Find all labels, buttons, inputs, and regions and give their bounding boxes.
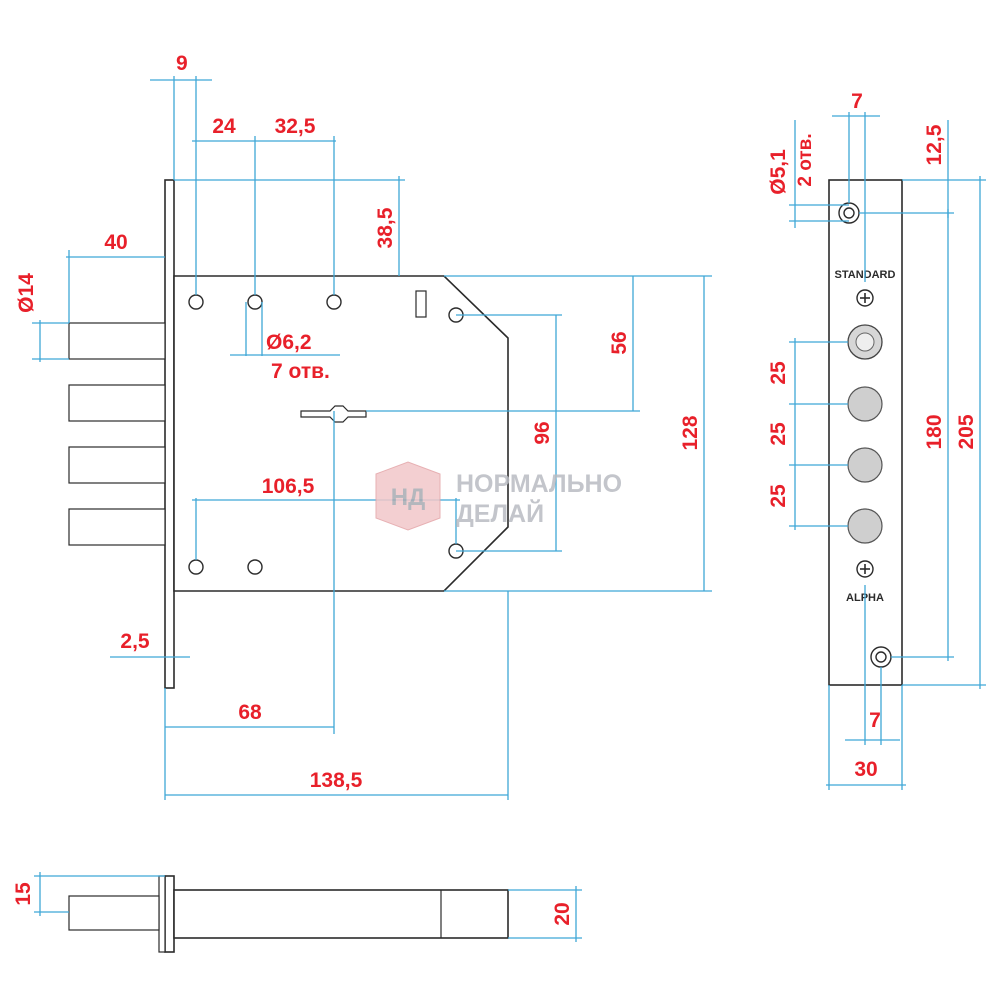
dim-40: 40 bbox=[104, 231, 127, 254]
bolt bbox=[68, 508, 166, 546]
lock-front-view bbox=[68, 179, 509, 689]
dim-7-bottom: 7 bbox=[869, 709, 881, 732]
bolt-opening bbox=[847, 386, 883, 422]
side-case bbox=[173, 889, 509, 939]
dim-2-5: 2,5 bbox=[120, 630, 150, 653]
dim-205: 205 bbox=[955, 414, 978, 449]
lock-side-view bbox=[68, 875, 509, 953]
bolts bbox=[68, 322, 166, 546]
dim-56: 56 bbox=[608, 331, 631, 354]
watermark-logo-icon: НД bbox=[375, 461, 441, 531]
bolt bbox=[68, 384, 166, 422]
dim-20: 20 bbox=[551, 902, 574, 925]
bolt-opening bbox=[847, 447, 883, 483]
dim-25-a: 25 bbox=[767, 361, 790, 385]
dim-96: 96 bbox=[531, 421, 554, 444]
front-dimensions: 9 24 32,5 40 38,5 Ø14 Ø6,2 7 отв. 56 96 … bbox=[15, 52, 702, 792]
faceplate-dimensions: 7 Ø5,1 2 отв. 12,5 25 25 25 180 205 7 30 bbox=[767, 90, 978, 781]
holes-note-2: 2 отв. bbox=[795, 133, 816, 186]
dim-38-5: 38,5 bbox=[374, 207, 397, 248]
dim-32-5: 32,5 bbox=[275, 115, 316, 138]
dim-25-c: 25 bbox=[767, 484, 790, 508]
mounting-hole bbox=[247, 294, 263, 310]
faceplate-dimension-lines bbox=[789, 112, 986, 790]
side-faceplate-edge bbox=[158, 875, 166, 953]
bolt-opening bbox=[847, 508, 883, 544]
side-faceplate bbox=[164, 875, 175, 953]
bolt-opening-inner bbox=[855, 332, 875, 352]
watermark-logo-letters: НД bbox=[391, 484, 425, 511]
dim-138-5: 138,5 bbox=[310, 769, 363, 792]
dim-7-top: 7 bbox=[851, 90, 863, 113]
dim-9: 9 bbox=[176, 52, 188, 75]
dim-15: 15 bbox=[12, 882, 35, 906]
holes-note-7: 7 отв. bbox=[271, 360, 330, 383]
dim-106-5: 106,5 bbox=[262, 475, 315, 498]
dim-128: 128 bbox=[679, 415, 702, 450]
dim-68: 68 bbox=[238, 701, 262, 724]
screw-icon bbox=[856, 289, 874, 307]
watermark: НД НОРМАЛЬНО ДЕЛАЙ bbox=[375, 461, 622, 531]
faceplate-view: STANDARD ALPHA bbox=[828, 179, 903, 686]
bolt bbox=[68, 322, 166, 360]
dim-24: 24 bbox=[212, 115, 236, 138]
dim-180: 180 bbox=[923, 414, 946, 449]
dim-25-b: 25 bbox=[767, 422, 790, 446]
dim-30: 30 bbox=[854, 758, 877, 781]
faceplate-screw-hole-inner bbox=[843, 207, 855, 219]
faceplate-screw-hole-inner bbox=[875, 651, 887, 663]
watermark-line1: НОРМАЛЬНО bbox=[456, 470, 622, 498]
mounting-hole bbox=[326, 294, 342, 310]
screw-icon bbox=[856, 560, 874, 578]
latch-slot bbox=[415, 290, 427, 318]
dim-12-5: 12,5 bbox=[923, 124, 946, 165]
dim-d14: Ø14 bbox=[15, 273, 38, 313]
bolt bbox=[68, 446, 166, 484]
front-dimension-lines bbox=[32, 76, 712, 800]
mounting-hole bbox=[188, 559, 204, 575]
side-dimensions: 15 20 bbox=[12, 882, 574, 926]
side-dimension-lines bbox=[34, 872, 582, 942]
watermark-line2: ДЕЛАЙ bbox=[456, 498, 544, 528]
front-faceplate bbox=[164, 179, 175, 689]
dim-d6-2: Ø6,2 bbox=[266, 331, 312, 354]
dim-d5-1: Ø5,1 bbox=[767, 149, 790, 195]
mounting-hole bbox=[188, 294, 204, 310]
mounting-hole bbox=[247, 559, 263, 575]
side-bolt bbox=[68, 895, 160, 931]
